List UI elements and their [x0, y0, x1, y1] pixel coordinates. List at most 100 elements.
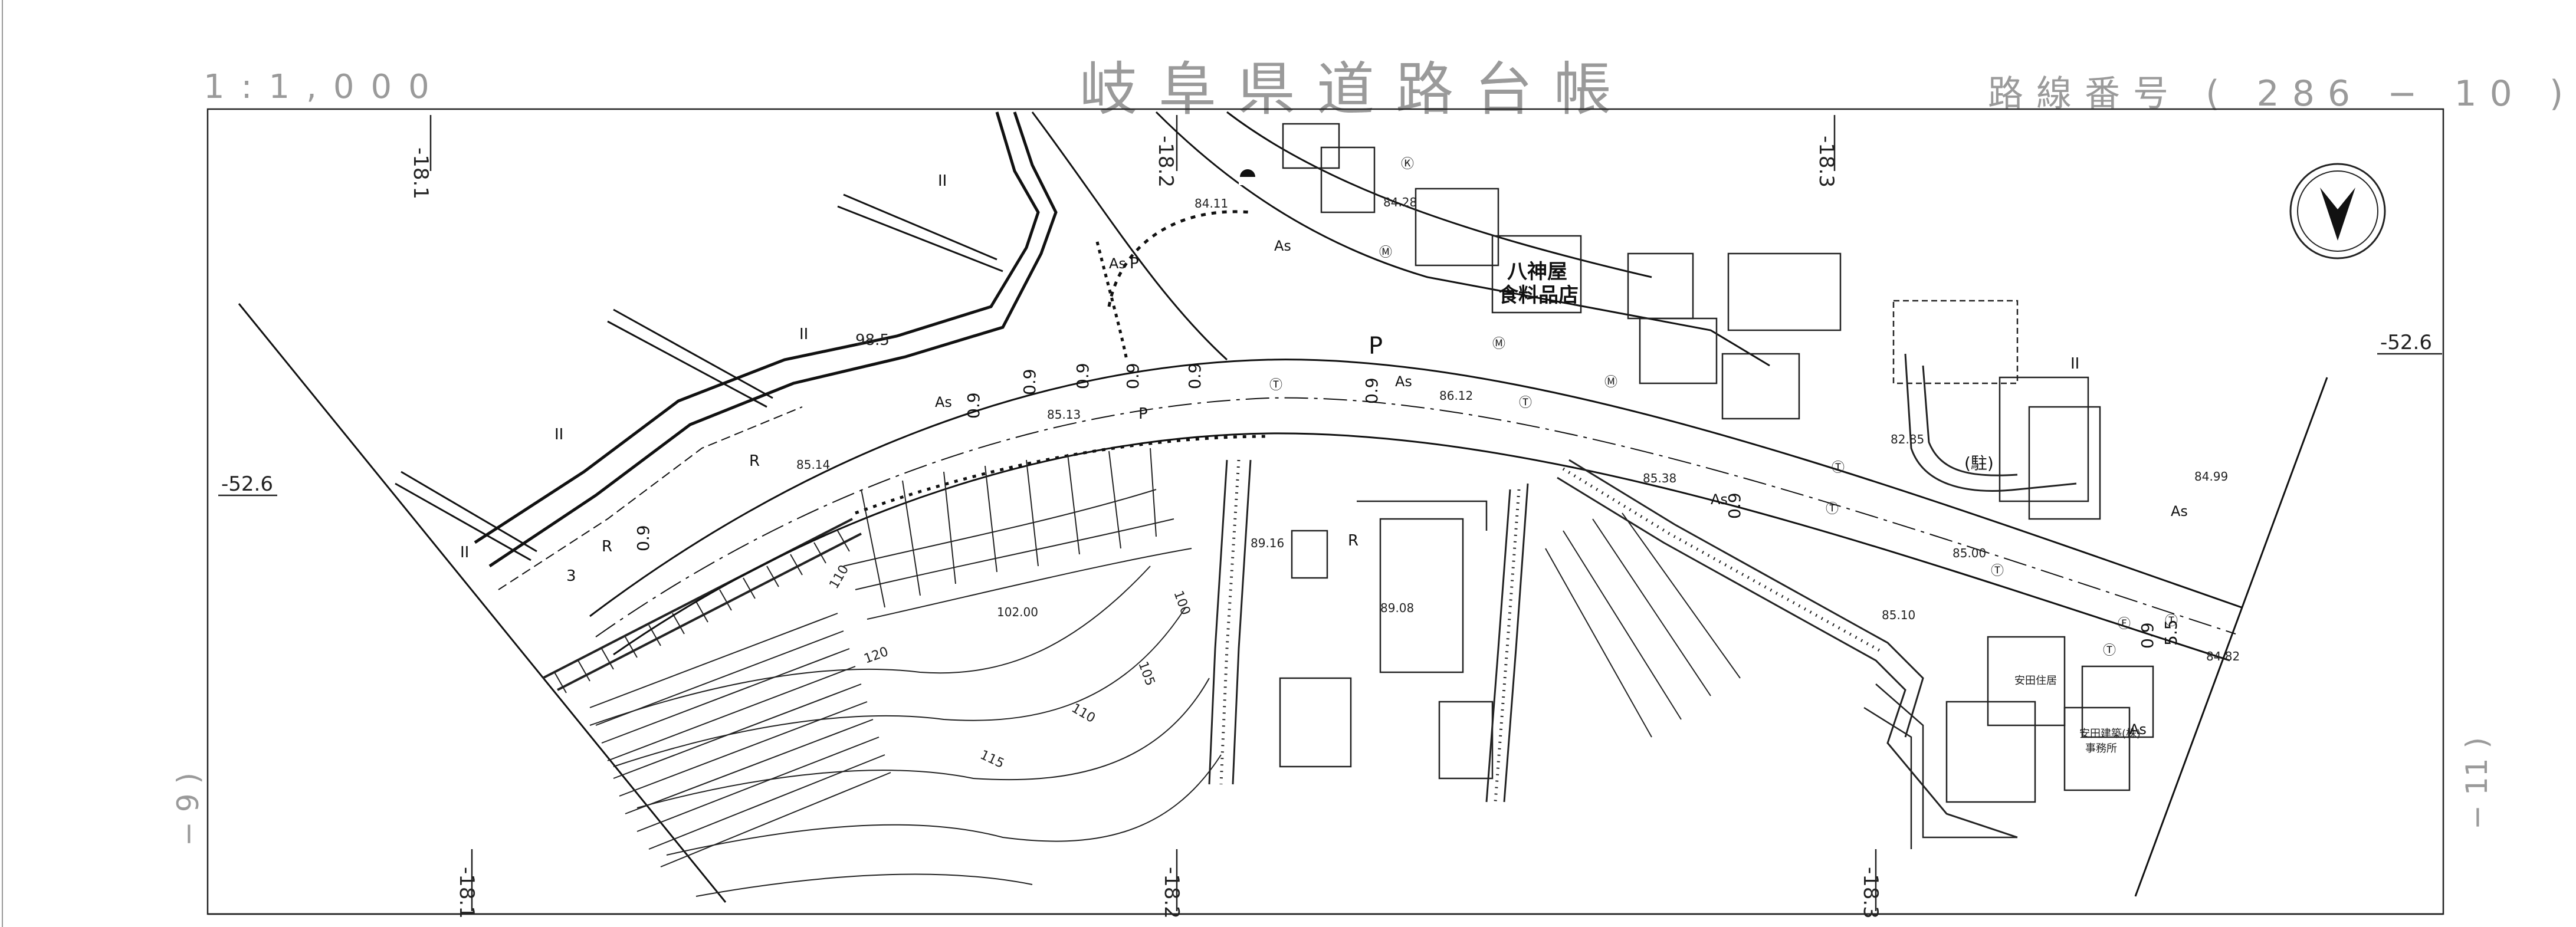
elevation-label: 86.12	[1439, 389, 1473, 403]
parking-lot	[1904, 353, 2077, 492]
asphalt-label: As	[1109, 255, 1126, 272]
building-label-3: 事務所	[2085, 742, 2117, 755]
station-label: 0.9	[1725, 492, 1744, 519]
misc-label: P	[1369, 333, 1383, 360]
telephone-pole-icon: Ⓣ	[1269, 378, 1282, 393]
river-channel	[395, 111, 1058, 590]
misc-label: II	[799, 326, 808, 343]
telephone-pole-icon: Ⓣ	[2165, 614, 2178, 629]
branch-road	[1031, 111, 1770, 367]
grid-label-top-1: -18.1	[409, 147, 432, 199]
elevation-label: 98.5	[855, 331, 890, 349]
station-label: 0.9	[634, 525, 653, 551]
elevation-label: 82.85	[1891, 432, 1924, 446]
grid-label-top-2: -18.2	[1154, 136, 1177, 188]
map-frame	[206, 108, 2444, 915]
triangulation-point-icon	[1239, 169, 1256, 185]
telephone-pole-icon: Ⓣ	[2103, 643, 2116, 658]
elevation-labels: 84.11 84.28 86.12 85.13 85.14 85.38 82.8…	[796, 195, 2240, 663]
steep-slope	[589, 613, 891, 867]
grid-label-bottom-2: -18.2	[1160, 867, 1183, 919]
route-label: 路線番号	[1988, 73, 2181, 114]
misc-label: II	[938, 172, 947, 190]
misc-label: 3	[566, 567, 576, 585]
station-label: 0.9	[1020, 369, 1039, 395]
station-label: 0.9	[964, 392, 983, 419]
parking-label: (駐)	[1964, 453, 1994, 473]
telephone-pole-icon: Ⓣ	[1519, 396, 1532, 410]
manhole-icon: Ⓜ	[1492, 337, 1505, 351]
surface-labels: As As As As As As As	[935, 238, 2188, 738]
elevation-label: 84.99	[2194, 469, 2228, 484]
elevation-label: 85.14	[796, 458, 830, 472]
misc-label: R	[1348, 532, 1358, 550]
buildings-south	[1279, 500, 1494, 780]
elevation-label: 85.38	[1643, 471, 1676, 485]
store-name-line1: 八神屋	[1507, 260, 1567, 284]
station-label: 5.5	[2161, 619, 2181, 646]
elevation-label: 89.08	[1380, 601, 1414, 615]
station-label: 0.9	[1073, 363, 1092, 389]
elevation-label: 102.00	[997, 605, 1038, 619]
small-building-labels: 安田住居 安田建築(株) 事務所	[2014, 675, 2141, 755]
misc-label: P	[1138, 405, 1148, 423]
asphalt-label: As	[2129, 721, 2147, 738]
grid-labels: -18.1 -18.2 -18.3 -18.1 -18.2 -18.3 -52.…	[221, 136, 2432, 919]
contour-label: 110	[827, 563, 852, 591]
misc-label: II	[2070, 355, 2079, 373]
elevation-label: 85.13	[1047, 407, 1081, 422]
contour-label: 120	[862, 645, 891, 667]
grid-label-top-3: -18.3	[1814, 136, 1838, 188]
manhole-icon: Ⓜ	[1604, 375, 1617, 390]
elevation-label: 85.10	[1882, 608, 1915, 622]
map-symbols: Ⓣ Ⓣ Ⓣ Ⓣ Ⓣ Ⓣ Ⓣ Ⓜ Ⓜ Ⓜ Ⓕ Ⓚ	[1269, 157, 2178, 658]
manhole-icon: Ⓜ	[1379, 245, 1392, 260]
store-name-line2: 食料品店	[1498, 284, 1579, 307]
misc-labels: II II II II II P P R R R 3 P	[460, 172, 2079, 585]
asphalt-label: As	[2171, 503, 2188, 520]
station-label: 0.9	[1362, 377, 1381, 404]
station-label: 0.9	[1123, 363, 1143, 389]
hatched-wall	[542, 518, 862, 693]
asphalt-label: As	[1395, 373, 1412, 390]
station-label: 0.9	[1185, 363, 1205, 389]
contour-label: 115	[977, 748, 1006, 771]
fire-hydrant-icon: Ⓕ	[2118, 617, 2131, 632]
asphalt-label: As	[935, 394, 952, 410]
building-label-2: 安田建築(株)	[2079, 728, 2141, 740]
telephone-pole-icon: Ⓣ	[1826, 502, 1839, 517]
route-number: 路線番号 ( 286 − 10 )	[1988, 65, 2576, 116]
elevation-label: 84.11	[1195, 196, 1228, 211]
main-road	[589, 359, 2242, 662]
station-labels: 0.9 0.9 0.9 0.9 0.9 0.9 0.9 0.9 0.9 5.5	[634, 363, 2181, 649]
misc-label: II	[554, 426, 563, 443]
telephone-pole-icon: Ⓣ	[1832, 461, 1845, 475]
stream-south	[1208, 459, 2018, 839]
grid-label-left: -52.6	[221, 472, 273, 496]
station-label: 0.9	[2138, 622, 2157, 649]
asphalt-label: As	[1711, 491, 1728, 508]
telephone-pole-icon: Ⓣ	[1991, 564, 2004, 578]
grid-label-bottom-1: -18.1	[455, 867, 478, 919]
route-value: ( 286 − 10 )	[2206, 73, 2576, 114]
slope-contours	[589, 448, 1741, 897]
misc-label: R	[749, 452, 760, 470]
misc-label: II	[460, 544, 469, 561]
boundary-lines	[238, 303, 2328, 903]
grid-ticks	[218, 115, 2442, 911]
buildings-north	[1282, 123, 2101, 520]
north-arrow-icon	[2289, 163, 2386, 259]
grid-label-bottom-3: -18.3	[1859, 867, 1882, 919]
misc-label: R	[602, 538, 612, 555]
store-label: 八神屋 食料品店	[1498, 260, 1579, 307]
buildings-southeast	[1863, 636, 2154, 849]
map-scale: 1:1,000	[204, 68, 446, 106]
elevation-label: 84.82	[2206, 649, 2240, 663]
contour-label: 100	[1170, 589, 1193, 617]
kiln-icon: Ⓚ	[1401, 157, 1414, 172]
asphalt-label: As	[1274, 238, 1291, 254]
grid-label-right: -52.6	[2380, 331, 2432, 354]
contour-label: 105	[1135, 660, 1157, 688]
elevation-label: 85.00	[1952, 546, 1986, 560]
